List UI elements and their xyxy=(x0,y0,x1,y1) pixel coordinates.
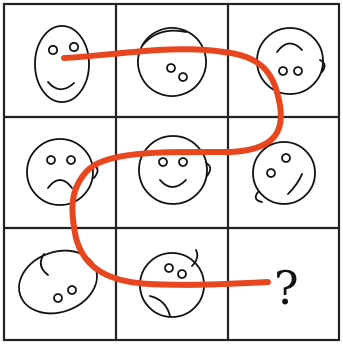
face-rotated-frown-icon xyxy=(253,142,315,204)
face-tilted-features-shifted-icon xyxy=(128,18,215,105)
question-mark-icon: ? xyxy=(274,261,299,315)
smiling-face-upright-icon xyxy=(35,26,89,102)
sequence-path xyxy=(64,49,281,285)
face-upside-down-smile-icon xyxy=(257,28,325,94)
smiling-face-eyes-shifted-icon xyxy=(139,136,210,204)
face-rotated-sideways-icon xyxy=(10,240,106,324)
